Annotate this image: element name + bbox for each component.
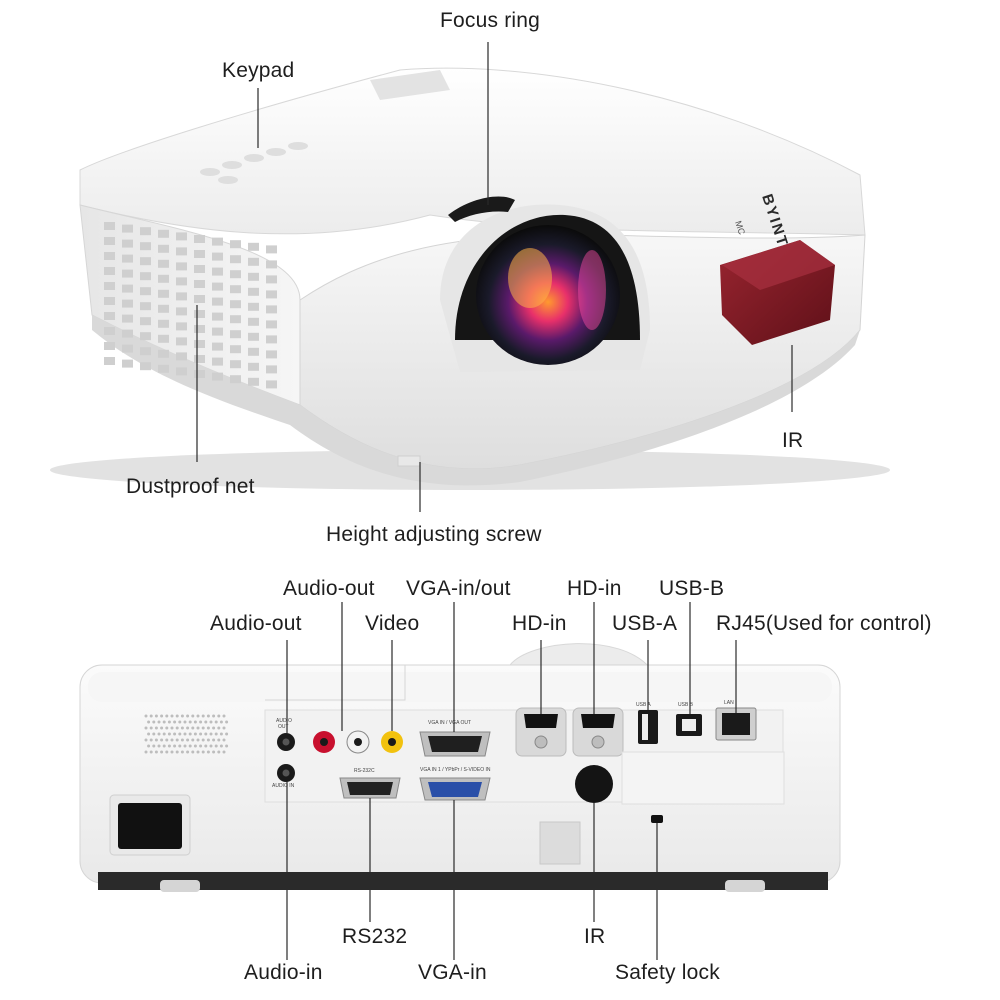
hdmi-port-2 [581, 714, 615, 728]
projector-top-view: BYINTEK MC [50, 67, 890, 490]
label-usb-a: USB-A [612, 612, 678, 635]
label-audio-in: Audio-in [244, 961, 323, 984]
label-rs232: RS232 [342, 925, 408, 948]
label-video: Video [365, 612, 420, 635]
label-height-adjusting-screw: Height adjusting screw [326, 523, 542, 546]
label-hd-in-lower: HD-in [512, 612, 567, 635]
rj45-port [722, 713, 750, 735]
label-vga-in: VGA-in [418, 961, 487, 984]
speaker-grille [144, 714, 229, 754]
svg-text:AUDIO: AUDIO [276, 718, 292, 724]
label-audio-out-upper: Audio-out [283, 577, 375, 600]
focus-ring-part [448, 196, 515, 222]
svg-text:OUT: OUT [278, 724, 289, 730]
safety-lock-slot [651, 815, 663, 823]
label-vga-in-out: VGA-in/out [406, 577, 511, 600]
svg-text:VGA IN 1 / YPbPr / S-VIDEO IN: VGA IN 1 / YPbPr / S-VIDEO IN [420, 767, 491, 773]
hdmi-port-1 [524, 714, 558, 728]
svg-text:LAN: LAN [724, 700, 734, 706]
label-safety-lock: Safety lock [615, 961, 720, 984]
label-keypad: Keypad [222, 59, 295, 82]
svg-text:USB A: USB A [636, 702, 651, 708]
label-ir-rear: IR [584, 925, 606, 948]
svg-text:AUDIO IN: AUDIO IN [272, 783, 295, 789]
label-rj45: RJ45(Used for control) [716, 612, 932, 635]
projector-rear-view: AUDIO OUT AUDIO IN VGA IN / VGA OUT VGA … [79, 643, 841, 892]
svg-text:RS-232C: RS-232C [354, 768, 375, 774]
label-hd-in-upper: HD-in [567, 577, 622, 600]
label-usb-b: USB-B [659, 577, 725, 600]
keypad-buttons [200, 142, 308, 184]
label-dustproof-net: Dustproof net [126, 475, 255, 498]
label-audio-out-lower: Audio-out [210, 612, 302, 635]
label-ir-front: IR [782, 429, 804, 452]
leader-lines-top [196, 42, 793, 512]
leader-lines-rear [286, 602, 737, 960]
ir-receiver-rear [575, 765, 613, 803]
power-socket [118, 803, 182, 849]
svg-text:USB B: USB B [678, 702, 694, 708]
label-focus-ring: Focus ring [440, 9, 541, 32]
dustproof-net-vent [104, 222, 277, 389]
svg-text:VGA IN / VGA OUT: VGA IN / VGA OUT [428, 720, 471, 726]
model-mark: MC [733, 220, 747, 237]
